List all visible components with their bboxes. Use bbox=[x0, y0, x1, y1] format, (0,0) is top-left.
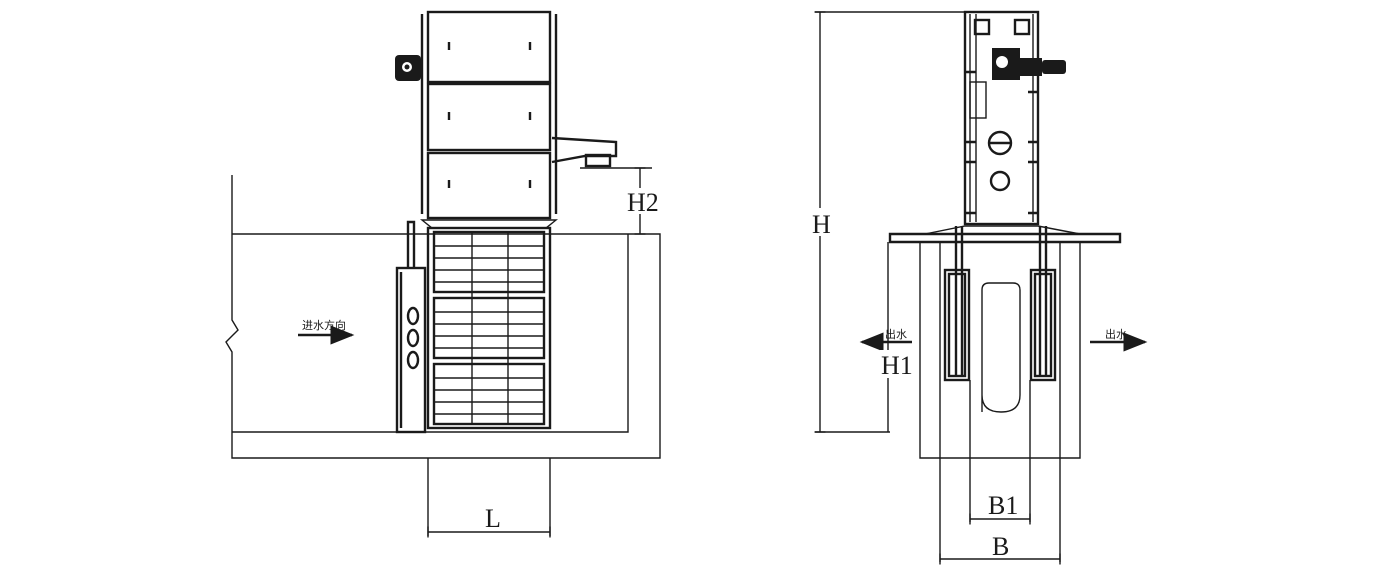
side-view: H bbox=[810, 10, 1148, 565]
outflow-arrow-right: 出水 bbox=[1090, 327, 1148, 352]
front-view: 进水方向 H2 L bbox=[225, 10, 661, 538]
dim-h-label: H bbox=[812, 210, 831, 239]
machine-frame bbox=[963, 10, 1066, 226]
channel bbox=[225, 175, 661, 536]
dim-b-label: B bbox=[992, 532, 1009, 561]
dimension-b1: B1 bbox=[969, 491, 1031, 525]
outflow-right-label: 出水 bbox=[1105, 327, 1127, 341]
outflow-left-label: 出水 bbox=[885, 327, 907, 341]
discharge-chute bbox=[551, 136, 652, 169]
screen-racks bbox=[426, 226, 552, 430]
motor-icon bbox=[395, 55, 421, 81]
outflow-arrow-left: 出水 bbox=[859, 327, 912, 352]
dim-l-label: L bbox=[485, 504, 501, 533]
dim-h1-label: H1 bbox=[881, 351, 913, 380]
side-box bbox=[395, 220, 427, 434]
tank bbox=[887, 225, 1122, 562]
dimension-h1: H1 bbox=[880, 350, 914, 380]
dim-b1-label: B1 bbox=[988, 491, 1018, 520]
dim-h2-label: H2 bbox=[627, 188, 659, 217]
inflow-arrow: 进水方向 bbox=[298, 318, 355, 345]
inflow-label: 进水方向 bbox=[302, 318, 346, 332]
dimension-l: L bbox=[427, 504, 551, 538]
dimension-h2: H2 bbox=[626, 167, 660, 235]
dimension-b: B bbox=[939, 532, 1061, 565]
machine-housing bbox=[420, 10, 558, 229]
dimension-h: H bbox=[810, 11, 965, 433]
